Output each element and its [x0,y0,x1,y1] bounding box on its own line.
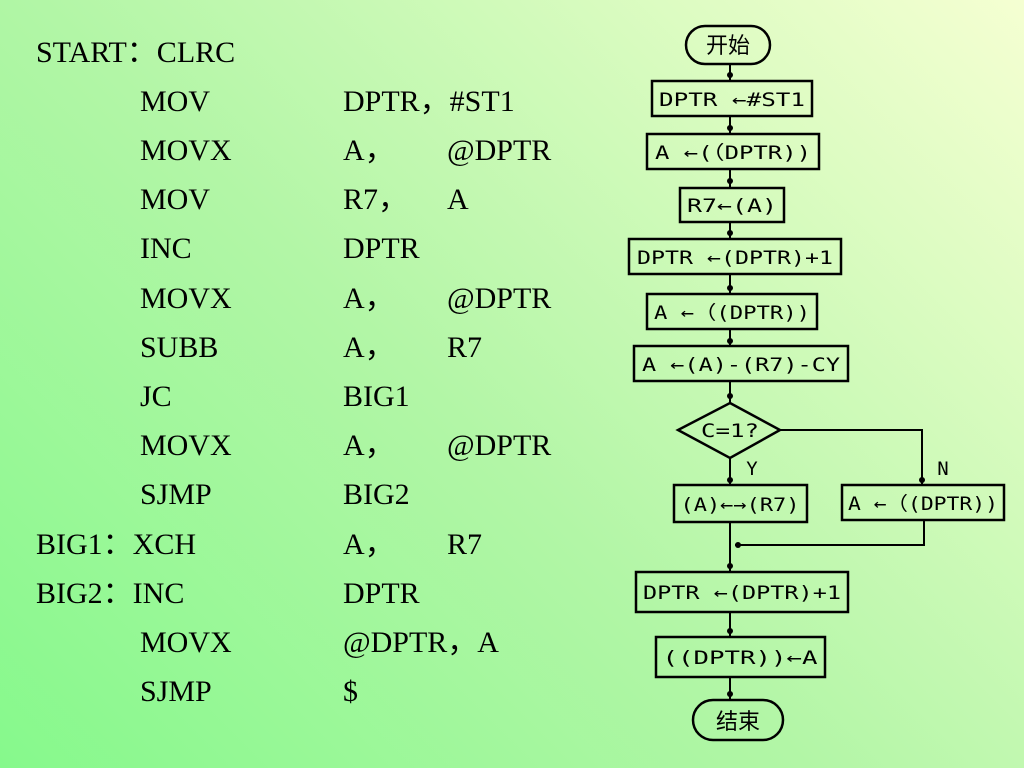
step-subtract: A ←(A)-(R7)-CY [632,344,850,383]
code-operand-2: @DPTR [447,134,552,167]
code-line: JC BIG1 [0,377,620,417]
code-mnemonic: SJMP [140,675,212,708]
code-operand-1: A， [343,528,395,561]
no-branch-label: N [937,458,948,480]
code-operand-1: DPTR，#ST1 [343,85,515,118]
step-inc-dptr: DPTR ←(DPTR)+1 [627,237,843,276]
code-operand-1: A， [343,331,395,364]
step-subtract-text: A ←(A)-(R7)-CY [642,354,841,376]
step-inc-dptr-text: DPTR ←(DPTR)+1 [637,247,833,269]
step-read-first: A ←(（DPTR)) [645,132,821,171]
code-mnemonic: JC [140,380,172,413]
step-exchange-text: (A)←→(R7) [681,494,800,516]
code-label: BIG2：INC [36,577,185,610]
flowchart: 开始 DPTR ←#ST1 A ←(（DPTR)) R7←(A) DPTR ←(… [620,0,1024,768]
code-operand-1: A， [343,282,395,315]
end-terminal: 结束 [691,698,785,742]
code-mnemonic: MOVX [140,134,232,167]
code-line: MOVX A， @DPTR [0,426,620,466]
code-operand-2: R7 [447,528,483,561]
code-operand-1: R7， [343,183,409,216]
code-mnemonic: MOV [140,85,211,118]
code-mnemonic: INC [140,232,192,265]
code-mnemonic: SJMP [140,478,212,511]
code-line: SJMP BIG2 [0,475,620,515]
yes-branch-label: Y [746,458,758,480]
end-text: 结束 [716,710,760,735]
step-load-dptr: DPTR ←#ST1 [650,79,814,118]
start-text: 开始 [706,34,750,59]
step-read-second-text: A ←（(DPTR)) [654,302,810,324]
code-operand-1: @DPTR，A [343,626,499,659]
code-operand-1: A， [343,134,395,167]
code-operand-1: BIG2 [343,478,410,511]
code-mnemonic: MOV [140,183,211,216]
code-mnemonic: SUBB [140,331,219,364]
code-operand-1: DPTR [343,577,420,610]
code-line: SUBB A， R7 [0,328,620,368]
code-line: INC DPTR [0,229,620,269]
code-mnemonic: MOVX [140,282,232,315]
decision-carry-text: C=1? [701,420,759,442]
code-label: START：CLRC [36,36,236,69]
start-terminal: 开始 [684,24,772,66]
code-label: BIG1：XCH [36,528,197,561]
step-read-second: A ←（(DPTR)) [645,292,819,331]
code-line: SJMP $ [0,672,620,712]
step-read-first-text: A ←(（DPTR)) [655,142,811,164]
code-operand-1: DPTR [343,232,420,265]
code-mnemonic: MOVX [140,626,232,659]
code-line: MOVX A， @DPTR [0,131,620,171]
code-operand-2: A [447,183,469,216]
code-line: MOV DPTR，#ST1 [0,82,620,122]
code-operand-1: BIG1 [343,380,410,413]
step-store-result: ((DPTR))←A [654,635,827,679]
step-store-r7-text: R7←(A) [687,195,777,217]
code-line: BIG2：INC DPTR [0,574,620,614]
code-line: MOV R7， A [0,180,620,220]
code-operand-2: @DPTR [447,282,552,315]
step-reread-second: A ←（(DPTR)) [840,483,1006,522]
decision-carry: C=1? [675,401,783,460]
code-line: MOVX A， @DPTR [0,279,620,319]
code-line: START：CLRC [0,33,620,73]
step-inc-dptr-2-text: DPTR ←(DPTR)+1 [643,582,841,604]
step-exchange: (A)←→(R7) [672,483,809,524]
code-line: BIG1：XCH A， R7 [0,525,620,565]
step-reread-second-text: A ←（(DPTR)) [848,493,998,515]
flow-connector-dots [727,72,925,697]
step-load-dptr-text: DPTR ←#ST1 [659,89,805,111]
code-line: MOVX @DPTR，A [0,623,620,663]
step-inc-dptr-2: DPTR ←(DPTR)+1 [634,570,850,614]
code-operand-2: @DPTR [447,429,552,462]
step-store-result-text: ((DPTR))←A [663,647,819,669]
code-mnemonic: MOVX [140,429,232,462]
step-store-r7: R7←(A) [678,186,786,224]
code-operand-1: $ [343,675,358,708]
code-operand-2: R7 [447,331,483,364]
code-operand-1: A， [343,429,395,462]
